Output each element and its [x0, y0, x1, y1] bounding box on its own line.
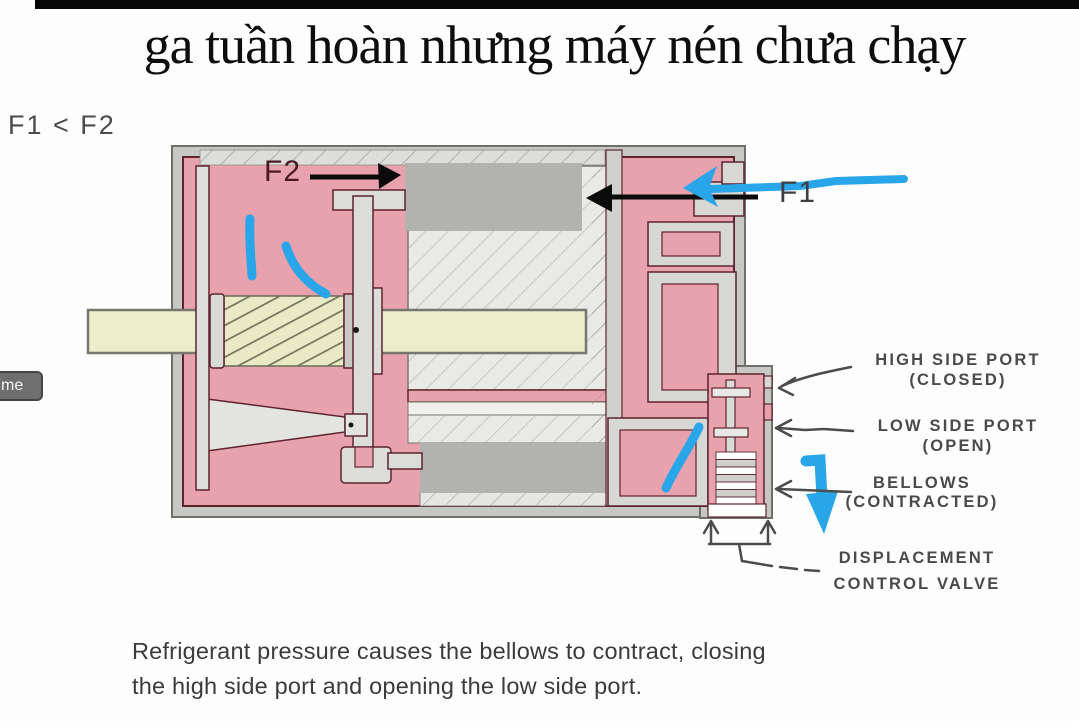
f1-label: F1: [779, 176, 817, 209]
callout-line: HIGH SIDE PORT: [875, 351, 1041, 369]
valve-bracket: [702, 519, 821, 573]
blue-down-arrow-head: [806, 491, 838, 534]
blue-flow-annotations: [245, 166, 908, 534]
callout-bellows: BELLOWS (CONTRACTED): [802, 474, 1042, 512]
control-valve-assembly: [707, 373, 773, 518]
callout-high-side-port: HIGH SIDE PORT (CLOSED): [838, 350, 1078, 390]
top-black-bar: [35, 0, 1079, 9]
callout-line: LOW SIDE PORT: [877, 417, 1039, 435]
swash-plate: [206, 189, 423, 484]
blue-inflow-arrow-shaft: [706, 175, 908, 193]
force-condition-label: F1 < F2: [8, 110, 116, 140]
page-title: ga tuần hoàn nhưng máy nén chưa chạy: [143, 15, 967, 75]
callout-line: (CLOSED): [909, 371, 1007, 389]
caption-text: Refrigerant pressure causes the bellows …: [132, 634, 992, 704]
blue-down-arrow-shaft: [800, 454, 828, 504]
f1-force-arrow: [586, 184, 758, 212]
caption-line-2: the high side port and opening the low s…: [132, 673, 643, 699]
shaft-spring: [209, 287, 383, 375]
bellows-arrow: [777, 487, 853, 494]
overlay-badge-button[interactable]: me: [0, 371, 43, 401]
callout-line: BELLOWS: [873, 474, 971, 492]
callout-line: CONTROL VALVE: [833, 575, 1001, 593]
f2-label: F2: [264, 155, 302, 188]
callout-displacement-control-valve: DISPLACEMENT CONTROL VALVE: [797, 545, 1037, 597]
blue-inflow-arrow-head: [683, 166, 718, 207]
callout-low-side-port: LOW SIDE PORT (OPEN): [838, 416, 1078, 456]
callout-line: (CONTRACTED): [845, 493, 999, 511]
blue-stroke-curve: [281, 241, 331, 299]
callout-line: (OPEN): [922, 437, 994, 455]
caption-line-1: Refrigerant pressure causes the bellows …: [132, 638, 766, 664]
callout-line: DISPLACEMENT: [838, 549, 996, 567]
blue-stroke-rear: [661, 422, 704, 493]
front-guide-bar: [195, 165, 210, 491]
blue-stroke-left: [245, 214, 257, 281]
callout-arrows: [774, 365, 855, 499]
bellows: [715, 451, 757, 505]
f2-force-arrow: [310, 163, 401, 189]
low-side-arrow: [777, 426, 855, 433]
